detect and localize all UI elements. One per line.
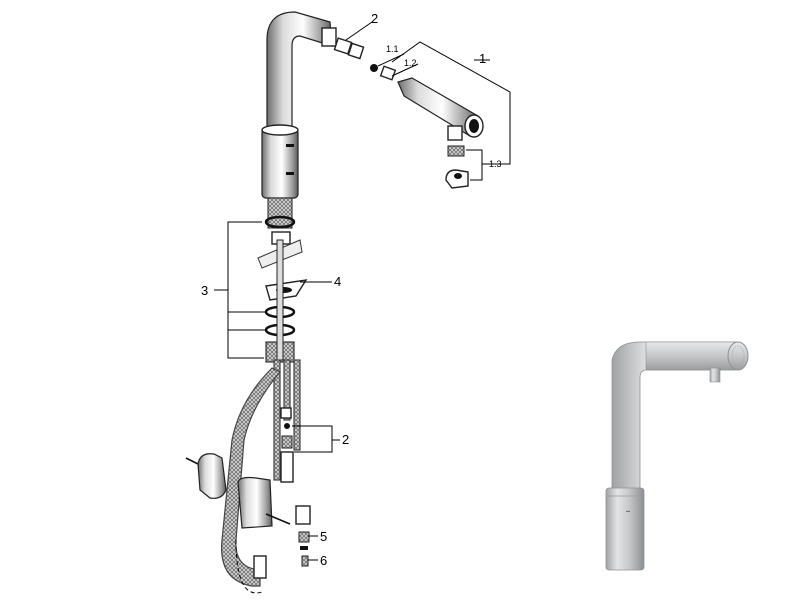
spray-head-part-1 bbox=[397, 77, 484, 141]
horseshoe-washer-part-4 bbox=[265, 279, 308, 301]
threaded-stud bbox=[267, 197, 293, 229]
hose-fittings-part-2 bbox=[280, 407, 294, 483]
lower-connectors bbox=[253, 505, 311, 579]
callout-6: 6 bbox=[320, 553, 327, 568]
part-1-2-nut bbox=[379, 65, 397, 81]
supply-hoses bbox=[220, 359, 301, 587]
hose-weight-bracket bbox=[185, 453, 291, 529]
callout-lines bbox=[214, 21, 511, 594]
aerator-part-1-3 bbox=[445, 145, 469, 189]
faucet-product-image: ▬ bbox=[605, 341, 749, 571]
part-1-1-washer bbox=[370, 64, 378, 72]
callout-1-3: 1.3 bbox=[489, 159, 502, 169]
tap-body-cylinder bbox=[261, 124, 299, 199]
callout-1-1: 1.1 bbox=[386, 44, 399, 54]
threaded-rod bbox=[276, 239, 284, 361]
callout-4: 4 bbox=[334, 274, 341, 289]
brand-mark-icon: ▬ bbox=[626, 508, 630, 513]
callout-3: 3 bbox=[201, 283, 208, 298]
callout-2-top: 2 bbox=[371, 11, 378, 26]
connector-part-2 bbox=[333, 37, 365, 60]
callout-1: 1 bbox=[479, 51, 486, 66]
callout-5: 5 bbox=[320, 529, 327, 544]
callout-2-lower: 2 bbox=[342, 432, 349, 447]
tap-spout bbox=[266, 11, 337, 131]
callout-1-2: 1.2 bbox=[404, 58, 417, 68]
